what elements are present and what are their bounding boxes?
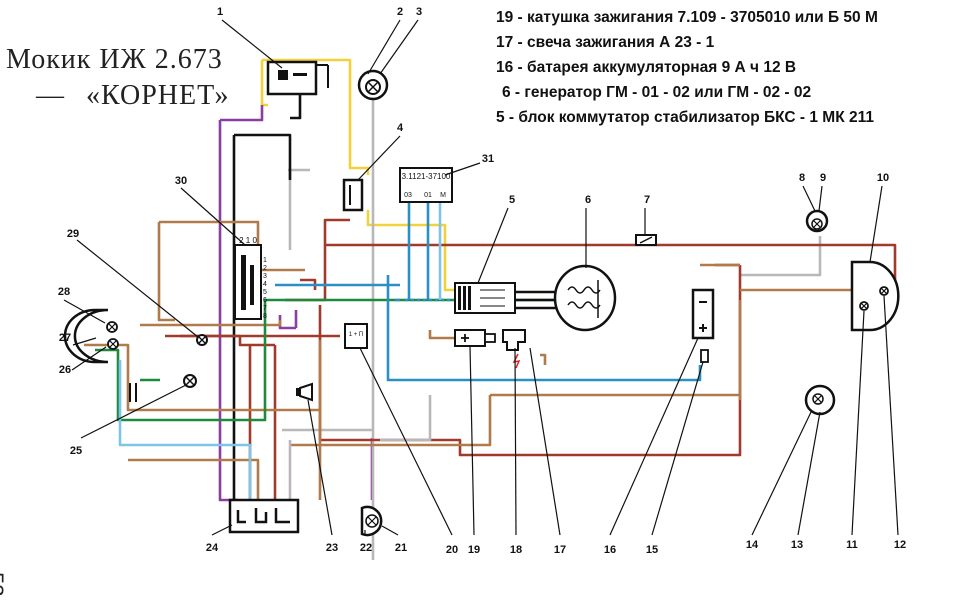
callout-9: 9 <box>820 172 826 184</box>
callout-13: 13 <box>791 539 803 551</box>
callout-28: 28 <box>58 286 70 298</box>
callout-17: 17 <box>554 544 566 556</box>
callout-10: 10 <box>877 172 889 184</box>
wires <box>84 58 897 560</box>
callout-24: 24 <box>206 542 219 554</box>
callout-20: 20 <box>446 544 458 556</box>
callout-14: 14 <box>746 539 759 551</box>
callout-5: 5 <box>509 194 515 206</box>
component-10-headlight <box>850 260 900 332</box>
callout-6: 6 <box>585 194 591 206</box>
svg-text:8: 8 <box>263 313 267 320</box>
wire-gray <box>282 85 822 560</box>
callout-15: 15 <box>646 544 658 556</box>
callout-21: 21 <box>395 542 407 554</box>
svg-text:4: 4 <box>263 281 267 288</box>
svg-text:03: 03 <box>404 192 412 199</box>
legend-line-17: 17 - свеча зажигания А 23 - 1 <box>496 34 715 51</box>
callout-31: 31 <box>482 153 494 165</box>
svg-text:5: 5 <box>263 289 267 296</box>
callout-27: 27 <box>59 332 71 344</box>
callout-8: 8 <box>799 172 805 184</box>
callout-18: 18 <box>510 544 522 556</box>
callout-25: 25 <box>70 445 82 457</box>
component-29-lamp <box>196 334 208 346</box>
callout-16: 16 <box>604 544 616 556</box>
svg-text:6: 6 <box>263 297 267 304</box>
component-21-22-lamp <box>360 505 383 537</box>
component-15-fuse <box>700 349 709 363</box>
callout-2: 2 <box>397 6 403 18</box>
component-2-3-lamp <box>357 69 389 101</box>
component-6-generator <box>553 264 617 332</box>
svg-text:7: 7 <box>263 305 267 312</box>
wire-brown-3 <box>290 300 742 447</box>
component-1-switch <box>266 60 329 96</box>
callout-12: 12 <box>894 539 906 551</box>
legend-line-5: 5 - блок коммутатор стабилизатор БКС - 1… <box>496 109 874 126</box>
callout-30: 30 <box>175 175 187 187</box>
component-7-fuse <box>635 234 657 246</box>
svg-text:2 1 0: 2 1 0 <box>239 236 257 245</box>
component-31-module: 3.1121-37100 03 01 M <box>399 167 453 203</box>
component-24-switch-block <box>228 498 300 534</box>
svg-text:1 + П: 1 + П <box>349 332 364 338</box>
component-4-switch <box>342 178 364 212</box>
callout-19: 19 <box>468 544 480 556</box>
callout-7: 7 <box>644 194 650 206</box>
component-5-bks <box>454 282 560 314</box>
component-13-14-lamp <box>804 384 836 416</box>
component-16-battery <box>691 288 715 340</box>
callout-29: 29 <box>67 228 79 240</box>
component-8-9-lamp <box>805 209 829 233</box>
wire-brown-2 <box>128 263 740 500</box>
svg-text:3.1121-37100: 3.1121-37100 <box>402 172 451 181</box>
svg-text:3: 3 <box>263 273 267 280</box>
legend-line-6: 6 - генератор ГМ - 01 - 02 или ГМ - 02 -… <box>502 84 812 101</box>
svg-text:M: M <box>440 192 446 199</box>
page-title-name: «КОРНЕТ» <box>86 80 230 111</box>
legend-line-19: 19 - катушка зажигания 7.109 - 3705010 и… <box>496 9 878 26</box>
wire-light-blue <box>118 202 442 500</box>
svg-text:2: 2 <box>263 265 267 272</box>
legend-line-16: 16 - батарея аккумуляторная 9 А ч 12 В <box>496 59 797 76</box>
callout-26: 26 <box>59 364 71 376</box>
component-17-18-spark-plug <box>502 329 526 369</box>
callout-numbers: 1 2 3 4 5 6 7 8 9 10 11 12 13 14 15 16 1… <box>58 6 906 556</box>
page-title-model: Мокик ИЖ 2.673 <box>6 44 223 75</box>
component-30-connector: 2 1 0 1 2 3 4 5 6 7 8 <box>234 236 267 320</box>
callout-3: 3 <box>416 6 422 18</box>
component-20-relay: 1 + П <box>344 323 368 349</box>
svg-text:01: 01 <box>424 192 432 199</box>
svg-text:1: 1 <box>263 257 267 264</box>
wire-red-2 <box>250 263 742 500</box>
wire-blue <box>275 202 702 382</box>
component-19-coil <box>454 329 496 347</box>
page-title-dash: — <box>36 80 65 111</box>
callout-23: 23 <box>326 542 338 554</box>
capacitor-symbol <box>129 383 137 402</box>
callout-22: 22 <box>360 542 372 554</box>
callout-4: 4 <box>397 122 404 134</box>
callout-11: 11 <box>846 539 858 551</box>
leader-lines <box>63 19 899 536</box>
component-25-lamp <box>183 374 197 388</box>
component-23-horn <box>296 382 313 402</box>
wire-green <box>95 298 560 422</box>
wire-red-3 <box>180 278 340 338</box>
component-26-28-rear-light <box>63 308 119 364</box>
wire-brown <box>84 220 885 500</box>
callout-1: 1 <box>217 6 223 18</box>
